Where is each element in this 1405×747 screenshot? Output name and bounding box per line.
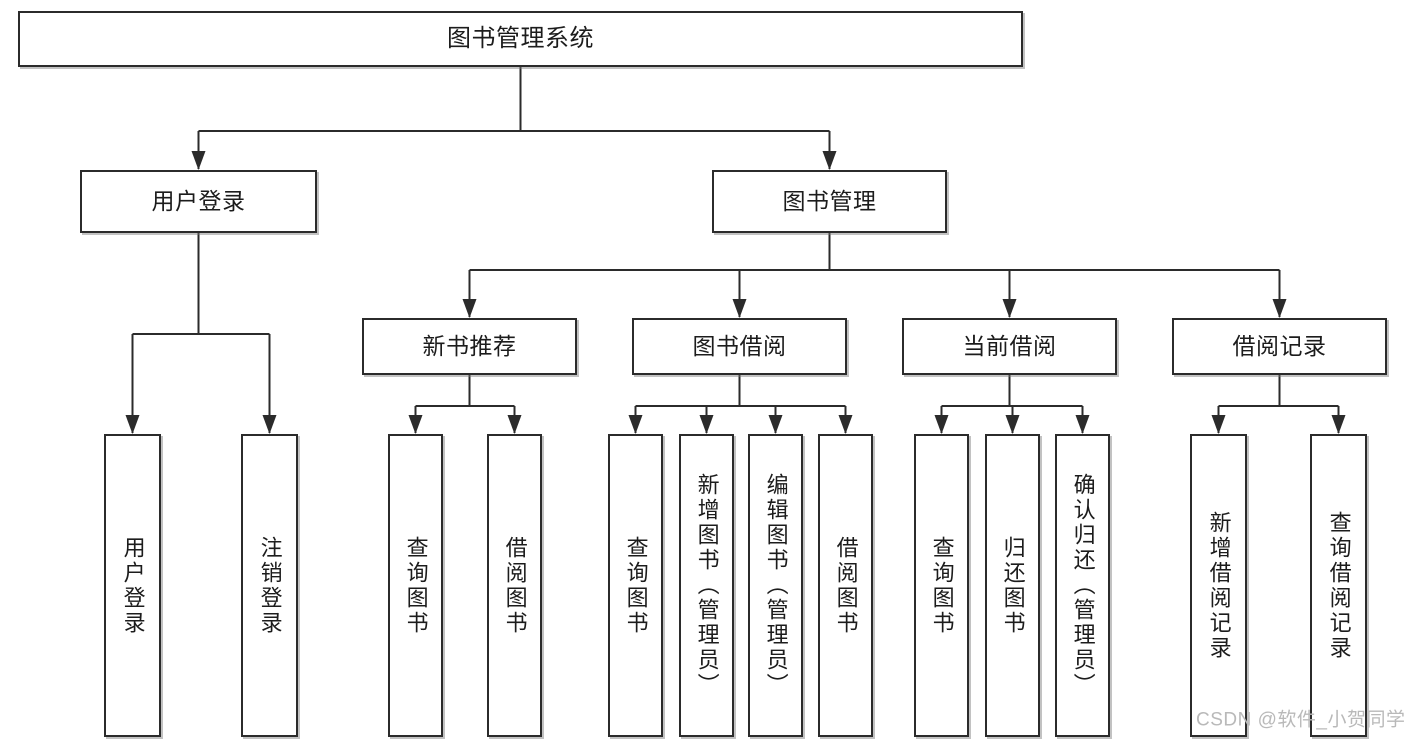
arrowhead-leaf-add-book xyxy=(699,415,714,434)
node-leaf-user-logout[interactable]: 注销登录 xyxy=(241,434,298,737)
node-label-leaf-edit-book: 编辑图书（管理员） xyxy=(763,473,789,698)
arrowhead-book-borrow xyxy=(732,299,747,318)
node-label-book-borrow: 图书借阅 xyxy=(692,332,787,359)
node-label-book-manage: 图书管理 xyxy=(782,187,877,214)
watermark-label: CSDN @软件_小贺同学 xyxy=(1196,709,1405,731)
arrowhead-leaf-edit-book xyxy=(768,415,783,434)
node-label-leaf-borrow-book-2: 借阅图书 xyxy=(833,535,859,636)
node-label-root: 图书管理系统 xyxy=(447,24,594,52)
node-label-leaf-add-record: 新增借阅记录 xyxy=(1206,510,1232,661)
node-leaf-confirm-return[interactable]: 确认归还（管理员） xyxy=(1055,434,1110,737)
node-leaf-query-book-3[interactable]: 查询图书 xyxy=(914,434,969,737)
arrowhead-current-borrow xyxy=(1002,299,1017,318)
arrowhead-leaf-query-book-3 xyxy=(934,415,949,434)
arrowhead-leaf-query-book-1 xyxy=(408,415,423,434)
arrowhead-user-login xyxy=(191,151,206,170)
arrowhead-new-book-rec xyxy=(462,299,477,318)
node-book-manage[interactable]: 图书管理 xyxy=(712,170,947,233)
node-label-leaf-user-login: 用户登录 xyxy=(120,535,146,636)
arrowhead-book-manage xyxy=(822,151,837,170)
arrowhead-borrow-record xyxy=(1272,299,1287,318)
node-leaf-borrow-book-1[interactable]: 借阅图书 xyxy=(487,434,542,737)
node-user-login[interactable]: 用户登录 xyxy=(80,170,317,233)
node-label-current-borrow: 当前借阅 xyxy=(962,332,1057,359)
node-label-leaf-add-book: 新增图书（管理员） xyxy=(694,473,720,698)
node-borrow-record[interactable]: 借阅记录 xyxy=(1172,318,1387,375)
node-book-borrow[interactable]: 图书借阅 xyxy=(632,318,847,375)
arrowhead-leaf-query-book-2 xyxy=(628,415,643,434)
node-label-user-login: 用户登录 xyxy=(151,187,246,214)
node-leaf-query-book-2[interactable]: 查询图书 xyxy=(608,434,663,737)
node-root[interactable]: 图书管理系统 xyxy=(18,11,1023,67)
arrowhead-leaf-borrow-book-2 xyxy=(838,415,853,434)
node-label-leaf-query-book-3: 查询图书 xyxy=(929,535,955,636)
arrowhead-leaf-confirm-return xyxy=(1075,415,1090,434)
node-leaf-query-record[interactable]: 查询借阅记录 xyxy=(1310,434,1367,737)
arrowhead-leaf-add-record xyxy=(1211,415,1226,434)
node-leaf-user-login[interactable]: 用户登录 xyxy=(104,434,161,737)
node-leaf-return-book[interactable]: 归还图书 xyxy=(985,434,1040,737)
node-label-leaf-borrow-book-1: 借阅图书 xyxy=(502,535,528,636)
node-label-leaf-query-book-1: 查询图书 xyxy=(403,535,429,636)
arrowhead-leaf-borrow-book-1 xyxy=(507,415,522,434)
node-leaf-edit-book[interactable]: 编辑图书（管理员） xyxy=(748,434,803,737)
node-leaf-add-book[interactable]: 新增图书（管理员） xyxy=(679,434,734,737)
node-label-leaf-query-record: 查询借阅记录 xyxy=(1326,510,1352,661)
node-leaf-add-record[interactable]: 新增借阅记录 xyxy=(1190,434,1247,737)
node-label-leaf-query-book-2: 查询图书 xyxy=(623,535,649,636)
node-label-new-book-rec: 新书推荐 xyxy=(422,332,517,359)
arrowhead-leaf-user-logout xyxy=(262,415,277,434)
arrowhead-leaf-return-book xyxy=(1005,415,1020,434)
arrowhead-leaf-user-login xyxy=(125,415,140,434)
node-label-borrow-record: 借阅记录 xyxy=(1232,332,1327,359)
node-label-leaf-user-logout: 注销登录 xyxy=(257,535,283,636)
node-current-borrow[interactable]: 当前借阅 xyxy=(902,318,1117,375)
node-leaf-query-book-1[interactable]: 查询图书 xyxy=(388,434,443,737)
node-label-leaf-return-book: 归还图书 xyxy=(1000,535,1026,636)
node-leaf-borrow-book-2[interactable]: 借阅图书 xyxy=(818,434,873,737)
node-new-book-rec[interactable]: 新书推荐 xyxy=(362,318,577,375)
node-label-leaf-confirm-return: 确认归还（管理员） xyxy=(1070,473,1096,698)
arrowhead-leaf-query-record xyxy=(1331,415,1346,434)
